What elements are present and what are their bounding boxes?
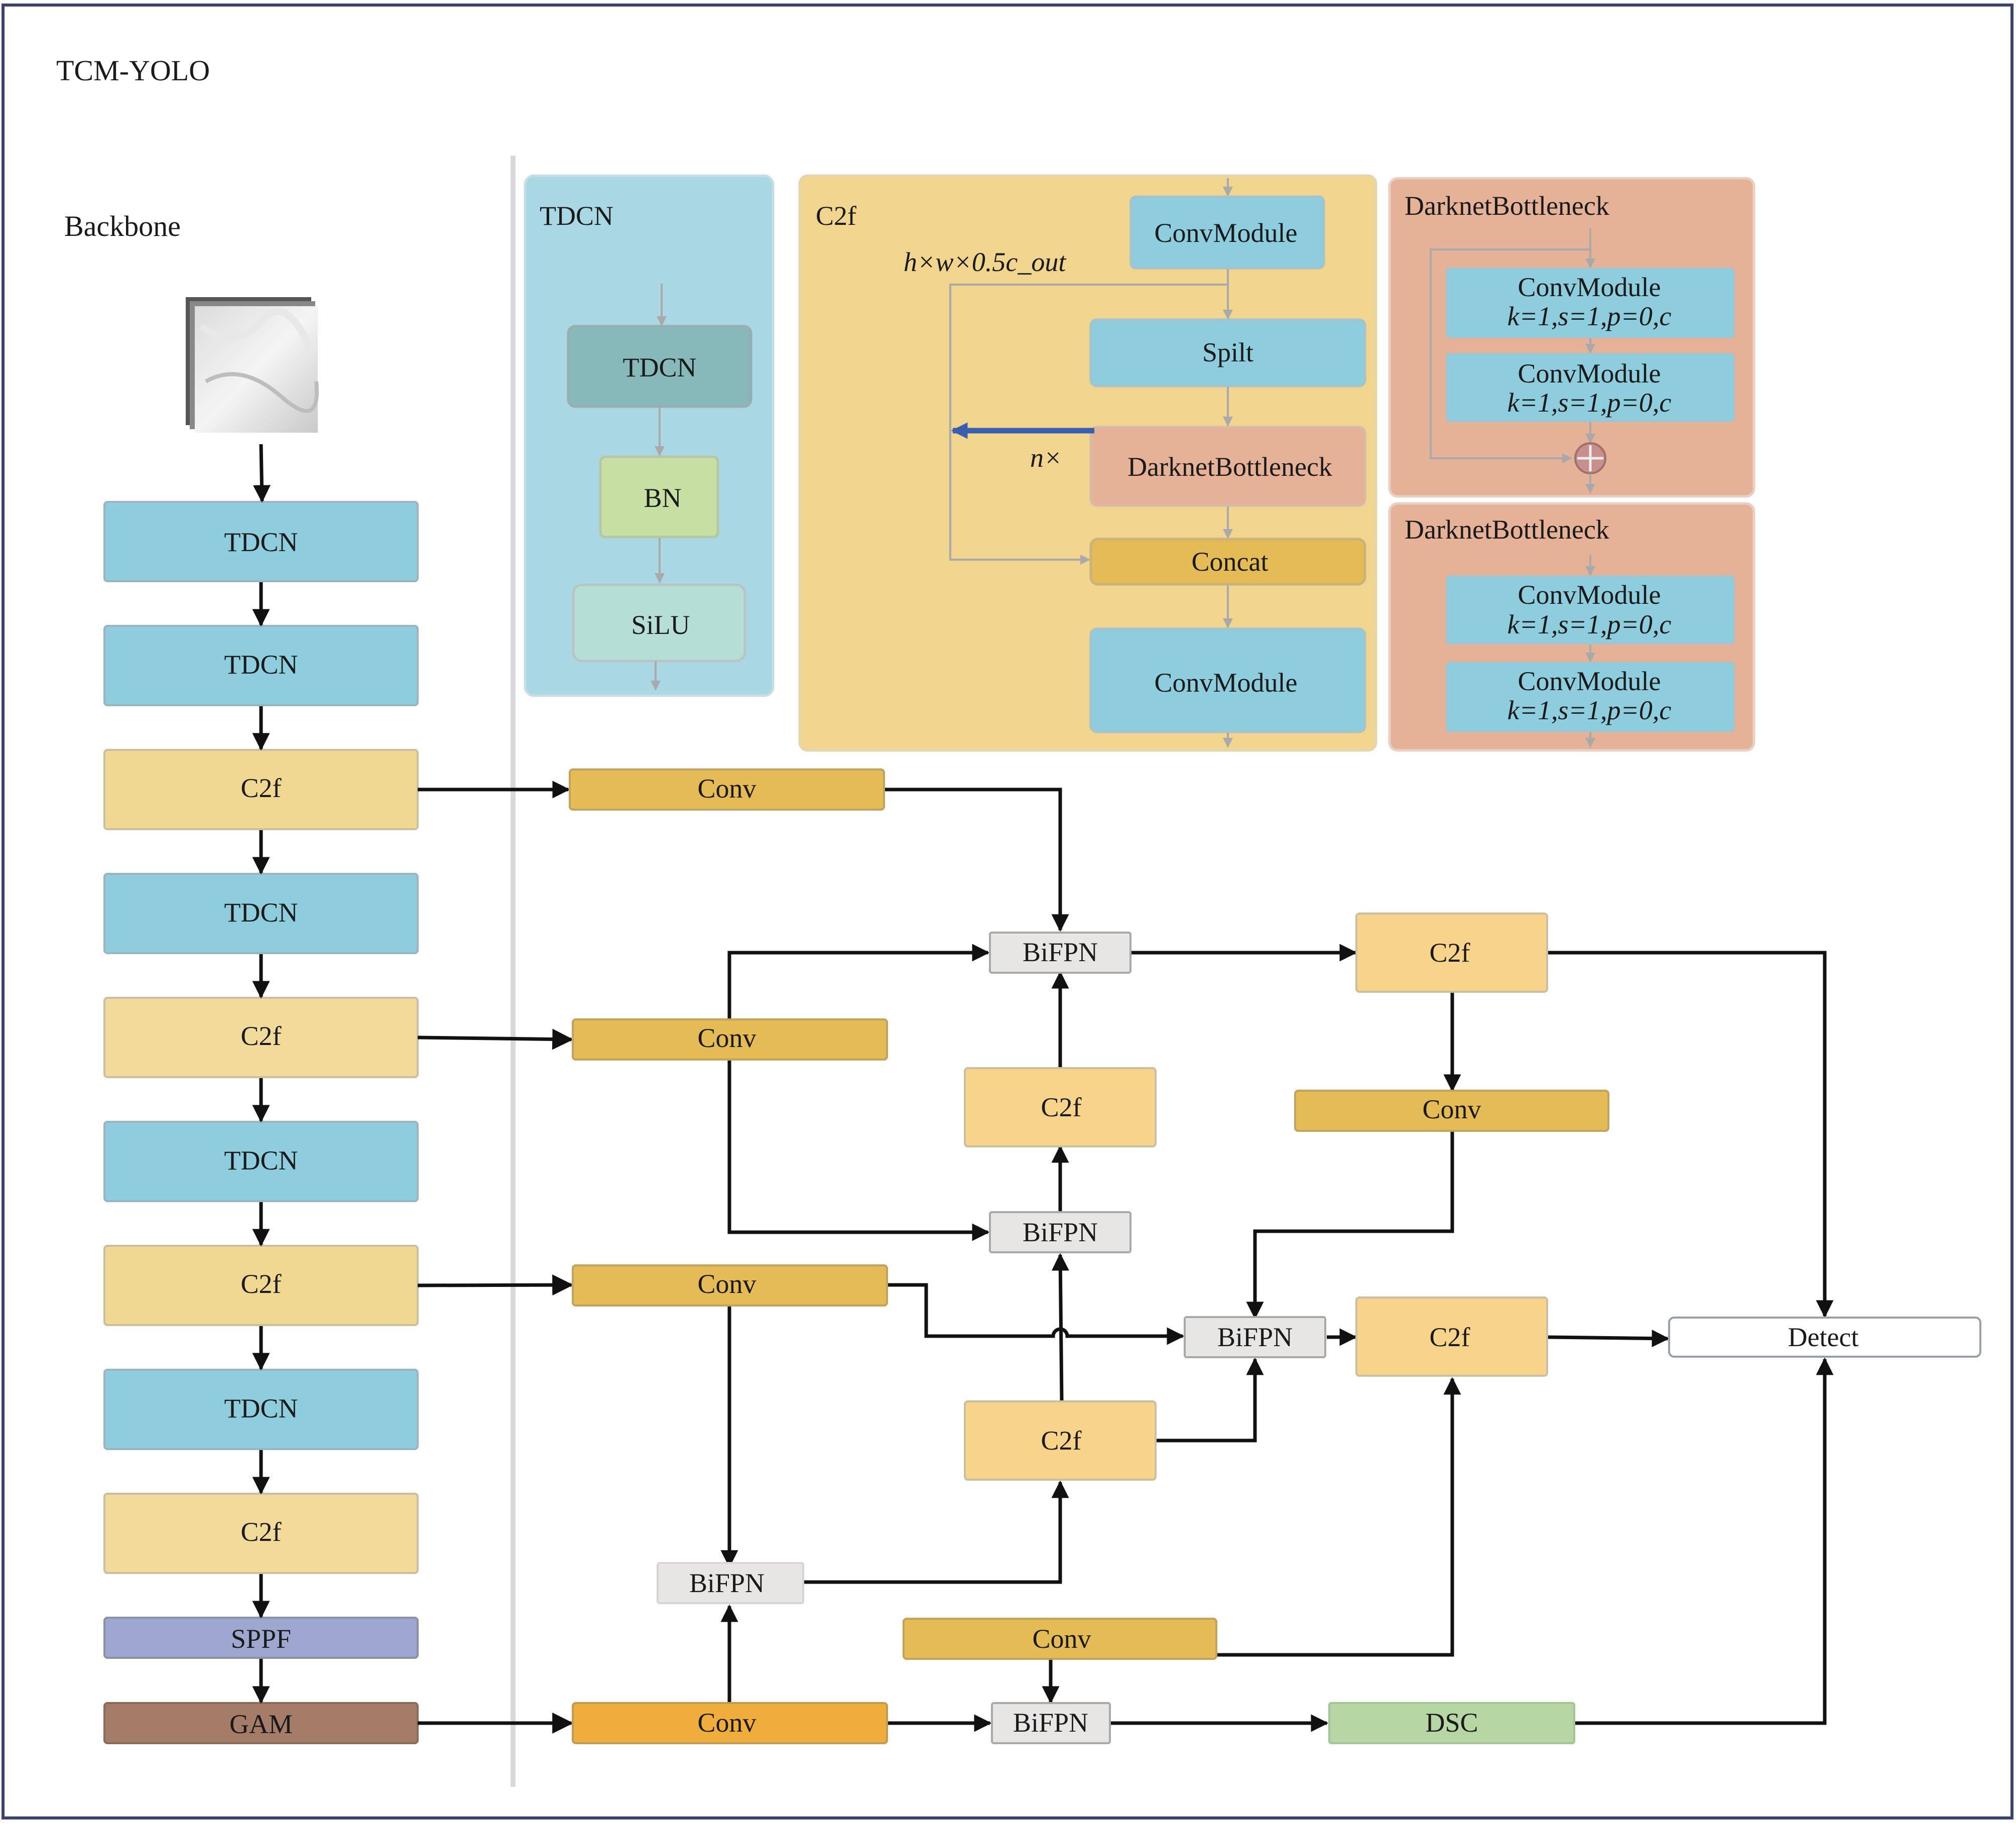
tdcn-panel: TDCN TDCN BN SiLU [524,174,775,697]
neck-bifpn-bottom [991,1702,1111,1744]
c2f-panel-darknet [1089,426,1366,507]
neck-conv-4-label: Conv [697,1708,756,1738]
neck-bifpn-mid [989,1211,1131,1253]
tdcn-panel-silu-label: SiLU [631,610,690,640]
neck-c2f-top-right [1355,912,1548,993]
c2f-panel-repeat-label: n× [1030,443,1062,473]
add-icon [1574,442,1606,474]
backbone-tdcn-5-label: TDCN [224,1393,298,1423]
c2f-panel-convmodule-bottom [1089,627,1366,733]
backbone-c2f-1-label: C2f [241,773,282,803]
neck-detect-label: Detect [1788,1322,1859,1352]
neck-c2f-mid [964,1067,1157,1147]
neck-bifpn-low-label: BiFPN [689,1568,765,1598]
neck-conv-2 [572,1018,888,1061]
bottleneck-2-convmodule-1 [1446,575,1735,644]
c2f-panel-spilt [1089,318,1366,387]
bottleneck-1-convmodule-2 [1446,353,1735,422]
neck-bifpn-low [657,1562,804,1604]
backbone-label: Backbone [64,210,181,242]
c2f-panel-convmodule-top [1129,195,1325,270]
tdcn-panel-bn [599,455,719,539]
neck-conv-4 [572,1702,888,1744]
bottleneck-2-convmodule-2 [1446,662,1735,732]
bottleneck-panel-1: DarknetBottleneck ConvModule k=1,s=1,p=0… [1388,177,1755,498]
bottleneck-2-convmodule-1-params: k=1,s=1,p=0,c [1507,609,1672,639]
bottleneck-2-convmodule-2-name: ConvModule [1518,666,1661,696]
backbone-c2f-4-label: C2f [241,1517,282,1547]
tdcn-panel-silu [572,583,746,663]
bottleneck-2-convmodule-2-params: k=1,s=1,p=0,c [1507,695,1672,725]
c2f-panel-title: C2f [816,201,856,231]
bottleneck-panel-2: DarknetBottleneck ConvModule k=1,s=1,p=0… [1388,502,1755,752]
neck-c2f-low [964,1400,1157,1481]
bottleneck-1-convmodule-1 [1446,268,1735,338]
c2f-panel-convmodule-bottom-label: ConvModule [1154,668,1297,698]
neck-bifpn-right-label: BiFPN [1217,1322,1293,1352]
neck-bifpn-top-label: BiFPN [1023,937,1098,967]
c2f-panel-concat-label: Concat [1192,547,1269,577]
neck-nodes: Conv Conv Conv Conv Conv Conv BiFPN BiFP… [569,768,1981,1744]
neck-bifpn-right [1184,1316,1326,1358]
bottleneck-1-convmodule-2-name: ConvModule [1518,358,1661,388]
neck-c2f-mid-label: C2f [1041,1092,1082,1122]
neck-c2f-low-label: C2f [1041,1425,1082,1456]
bottleneck-panel-1-title: DarknetBottleneck [1405,191,1609,221]
diagram-title: TCM-YOLO [56,54,210,87]
backbone-column: TDCN TDCN C2f TDCN C2f TDCN C2f TDCN C2f… [103,444,419,1744]
backbone-c2f-2-label: C2f [241,1021,282,1051]
neck-bifpn-top [989,932,1131,974]
c2f-panel-convmodule-top-label: ConvModule [1154,218,1297,248]
backbone-gam-label: GAM [229,1709,293,1739]
neck-conv-bottom-mid [903,1618,1217,1660]
neck-conv-1-label: Conv [697,773,756,804]
neck-conv-1 [569,768,885,811]
c2f-panel-dim-label: h×w×0.5c_out [904,247,1067,277]
neck-conv-3-label: Conv [697,1269,756,1299]
neck-c2f-right-label: C2f [1430,1322,1470,1352]
neck-conv-right-label: Conv [1422,1094,1481,1124]
backbone-tdcn-1-label: TDCN [224,527,298,557]
bottleneck-1-convmodule-1-params: k=1,s=1,p=0,c [1507,301,1672,331]
backbone-tdcn-2-label: TDCN [224,649,298,680]
neck-conv-3 [572,1264,888,1307]
tdcn-panel-bn-label: BN [644,483,681,513]
bottleneck-2-convmodule-1-name: ConvModule [1518,580,1661,610]
neck-c2f-right [1355,1296,1548,1377]
tdcn-panel-tdcn-label: TDCN [623,352,697,382]
neck-bifpn-bottom-label: BiFPN [1013,1708,1088,1738]
c2f-panel-spilt-label: Spilt [1202,337,1253,367]
c2f-panel-concat [1089,538,1366,586]
neck-dsc-label: DSC [1425,1708,1478,1738]
c2f-panel-darknet-label: DarknetBottleneck [1127,452,1332,482]
bottleneck-1-convmodule-2-params: k=1,s=1,p=0,c [1507,387,1672,418]
neck-conv-bottom-mid-label: Conv [1032,1624,1091,1654]
tdcn-panel-tdcn [567,325,752,408]
backbone-c2f-3-label: C2f [241,1269,282,1299]
neck-detect [1668,1317,1981,1358]
input-image [186,297,319,433]
bottleneck-panel-2-title: DarknetBottleneck [1405,514,1609,545]
backbone-tdcn-4-label: TDCN [224,1145,298,1176]
tdcn-panel-title: TDCN [540,201,613,231]
backbone-tdcn-3-label: TDCN [224,897,298,928]
neck-connections [417,780,1834,1734]
neck-bifpn-mid-label: BiFPN [1023,1217,1098,1247]
neck-c2f-top-right-label: C2f [1430,938,1470,968]
neck-dsc [1328,1702,1575,1744]
outer-frame [2,4,2013,1819]
bottleneck-1-convmodule-1-name: ConvModule [1518,272,1661,302]
c2f-panel: C2f ConvModule h×w×0.5c_out Spilt Darkne… [798,174,1377,752]
neck-conv-right [1294,1090,1609,1132]
neck-conv-2-label: Conv [697,1023,756,1053]
backbone-sppf-label: SPPF [231,1624,291,1654]
